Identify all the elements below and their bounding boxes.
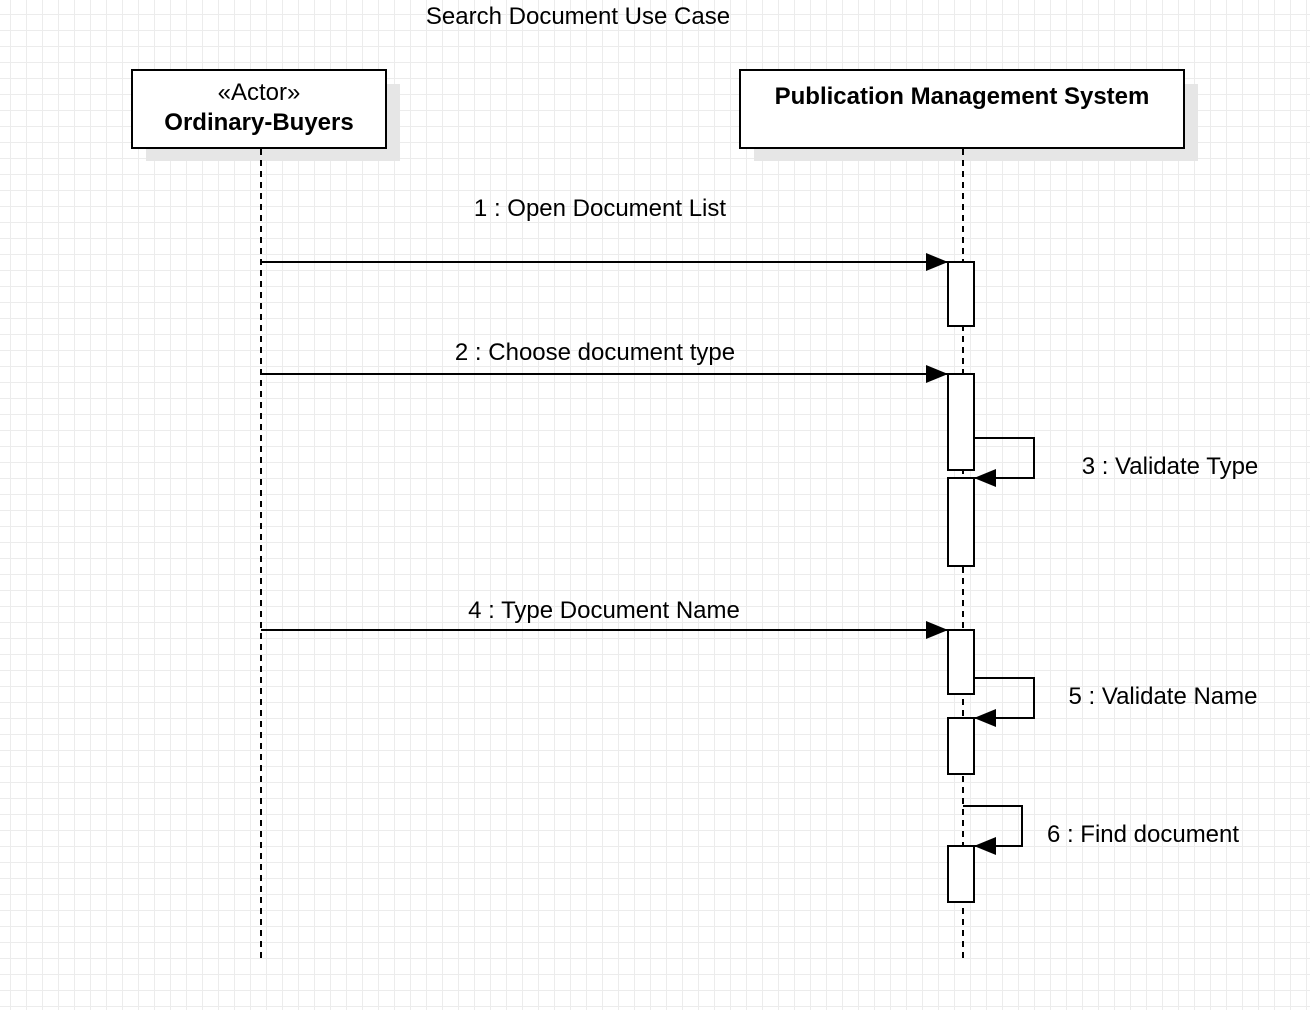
- actor-stereotype: «Actor»: [218, 79, 301, 106]
- message-label: 2 : Choose document type: [455, 339, 735, 366]
- activation-bar[interactable]: [947, 477, 975, 567]
- self-message-arrow[interactable]: [963, 805, 1023, 855]
- message-6: 6 : Find document: [963, 805, 1239, 855]
- message-label: 1 : Open Document List: [474, 195, 726, 222]
- lifeline-ordinary-buyers: «Actor» Ordinary-Buyers: [131, 69, 400, 960]
- actor-name: Ordinary-Buyers: [164, 109, 353, 136]
- lifeline-head-box[interactable]: [739, 69, 1185, 149]
- message-4: 4 : Type Document Name: [261, 597, 948, 639]
- activation-bar[interactable]: [947, 717, 975, 775]
- lifeline-publication-management-system: Publication Management System: [739, 69, 1198, 960]
- self-message-arrow[interactable]: [974, 677, 1035, 727]
- diagram-title: Search Document Use Case: [426, 3, 730, 30]
- activation-bars: [947, 261, 975, 903]
- message-label: 6 : Find document: [1047, 821, 1239, 848]
- message-label: 5 : Validate Name: [1069, 683, 1258, 710]
- message-1: 1 : Open Document List: [261, 195, 948, 271]
- self-message-arrow[interactable]: [974, 437, 1035, 487]
- message-label: 3 : Validate Type: [1082, 453, 1259, 480]
- activation-bar[interactable]: [947, 629, 975, 695]
- message-3: 3 : Validate Type: [974, 437, 1259, 487]
- activation-bar[interactable]: [947, 373, 975, 471]
- message-label: 4 : Type Document Name: [468, 597, 740, 624]
- activation-bar[interactable]: [947, 845, 975, 903]
- message-2: 2 : Choose document type: [261, 339, 948, 383]
- activation-bar[interactable]: [947, 261, 975, 327]
- lifeline-head-box[interactable]: [131, 69, 387, 149]
- system-name: Publication Management System: [775, 83, 1150, 110]
- message-5: 5 : Validate Name: [974, 677, 1258, 727]
